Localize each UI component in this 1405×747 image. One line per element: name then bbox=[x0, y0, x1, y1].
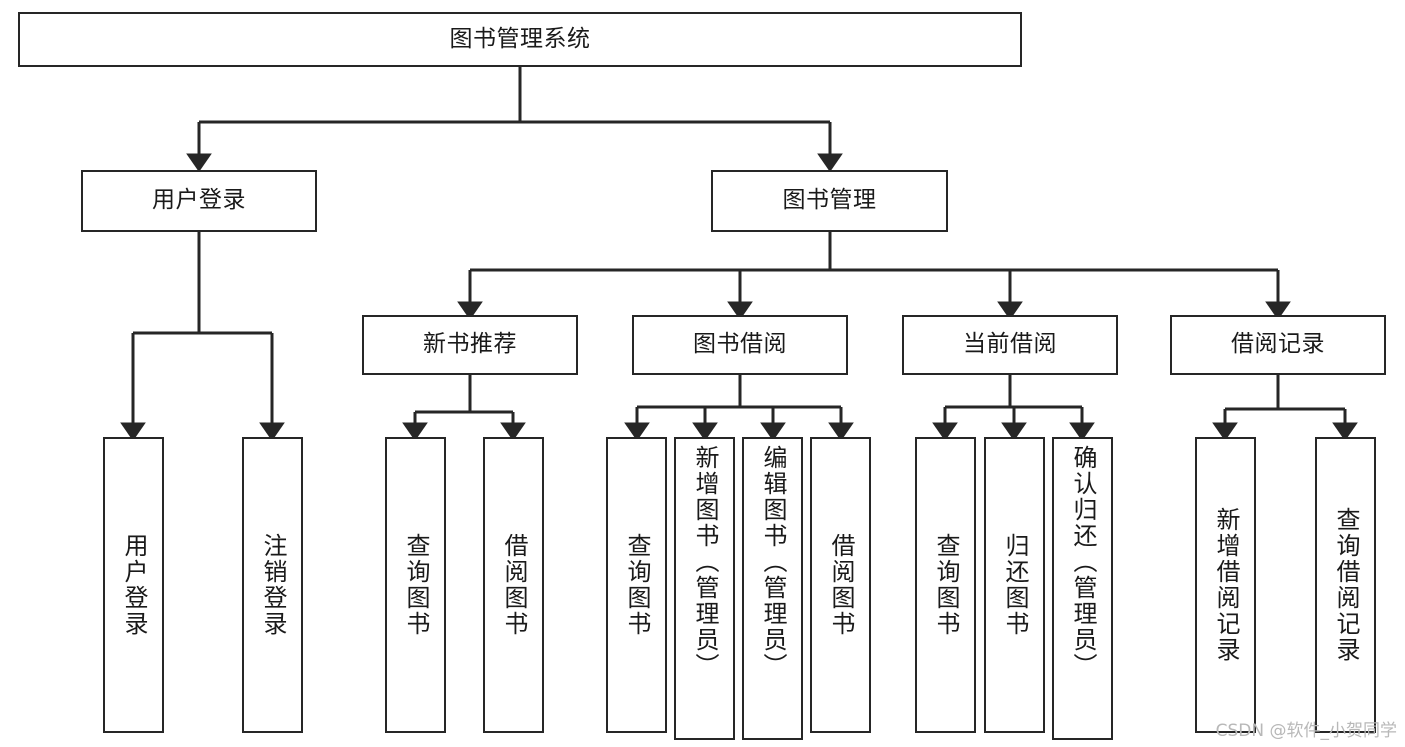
node-label: 当前借阅 bbox=[963, 331, 1057, 358]
node-label: 查询图书 bbox=[401, 533, 430, 637]
node-label: 归还图书 bbox=[1000, 533, 1029, 637]
node-label: 借阅图书 bbox=[826, 533, 855, 637]
node-label: 查询借阅记录 bbox=[1331, 507, 1360, 663]
node-label: 查询图书 bbox=[622, 533, 651, 637]
node-user-login[interactable]: 用户登录 bbox=[81, 170, 317, 232]
node-leaf-borrow-book-1[interactable]: 借阅图书 bbox=[483, 437, 544, 733]
node-leaf-user-login[interactable]: 用户登录 bbox=[103, 437, 164, 733]
node-label: 新增图书（管理员） bbox=[690, 445, 719, 679]
node-label: 借阅图书 bbox=[499, 533, 528, 637]
node-book-borrow[interactable]: 图书借阅 bbox=[632, 315, 848, 375]
node-label: 图书管理系统 bbox=[449, 25, 591, 52]
node-label: 新书推荐 bbox=[423, 331, 517, 358]
node-label: 编辑图书（管理员） bbox=[758, 445, 787, 679]
node-leaf-query-book-3[interactable]: 查询图书 bbox=[915, 437, 976, 733]
node-leaf-query-book-2[interactable]: 查询图书 bbox=[606, 437, 667, 733]
node-new-book-recommend[interactable]: 新书推荐 bbox=[362, 315, 578, 375]
node-leaf-add-record[interactable]: 新增借阅记录 bbox=[1195, 437, 1256, 733]
node-current-borrow[interactable]: 当前借阅 bbox=[902, 315, 1118, 375]
node-leaf-edit-book[interactable]: 编辑图书（管理员） bbox=[742, 437, 803, 740]
node-label: 图书管理 bbox=[782, 187, 877, 214]
node-leaf-logout-login[interactable]: 注销登录 bbox=[242, 437, 303, 733]
node-root-system[interactable]: 图书管理系统 bbox=[18, 12, 1022, 67]
node-borrow-record[interactable]: 借阅记录 bbox=[1170, 315, 1386, 375]
node-label: 用户登录 bbox=[152, 187, 246, 214]
node-label: 新增借阅记录 bbox=[1211, 507, 1240, 663]
node-leaf-confirm-return[interactable]: 确认归还（管理员） bbox=[1052, 437, 1113, 740]
node-leaf-query-record[interactable]: 查询借阅记录 bbox=[1315, 437, 1376, 733]
node-label: 确认归还（管理员） bbox=[1068, 445, 1097, 679]
node-leaf-query-book-1[interactable]: 查询图书 bbox=[385, 437, 446, 733]
node-label: 借阅记录 bbox=[1231, 331, 1325, 358]
node-label: 用户登录 bbox=[119, 533, 148, 637]
node-book-management[interactable]: 图书管理 bbox=[711, 170, 948, 232]
csdn-watermark: CSDN @软件_小贺同学 bbox=[1215, 721, 1397, 741]
node-label: 注销登录 bbox=[258, 533, 287, 637]
node-leaf-return-book[interactable]: 归还图书 bbox=[984, 437, 1045, 733]
node-leaf-borrow-book-2[interactable]: 借阅图书 bbox=[810, 437, 871, 733]
node-label: 查询图书 bbox=[931, 533, 960, 637]
node-leaf-add-book[interactable]: 新增图书（管理员） bbox=[674, 437, 735, 740]
node-label: 图书借阅 bbox=[693, 331, 787, 358]
